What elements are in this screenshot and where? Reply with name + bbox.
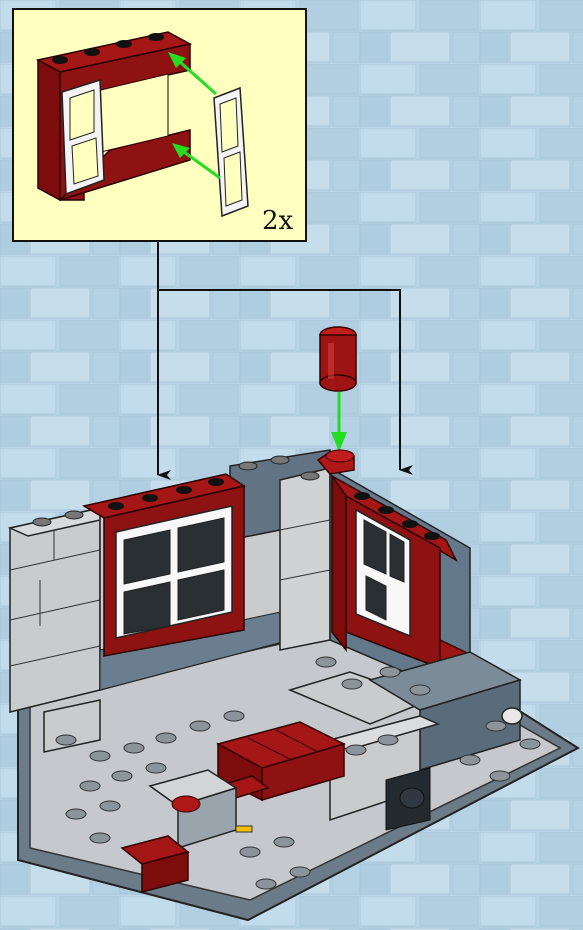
round-brick-part	[320, 327, 356, 391]
quantity-label: 2x	[262, 206, 293, 236]
window-pane-part	[62, 80, 104, 194]
installed-window-left	[84, 474, 244, 656]
